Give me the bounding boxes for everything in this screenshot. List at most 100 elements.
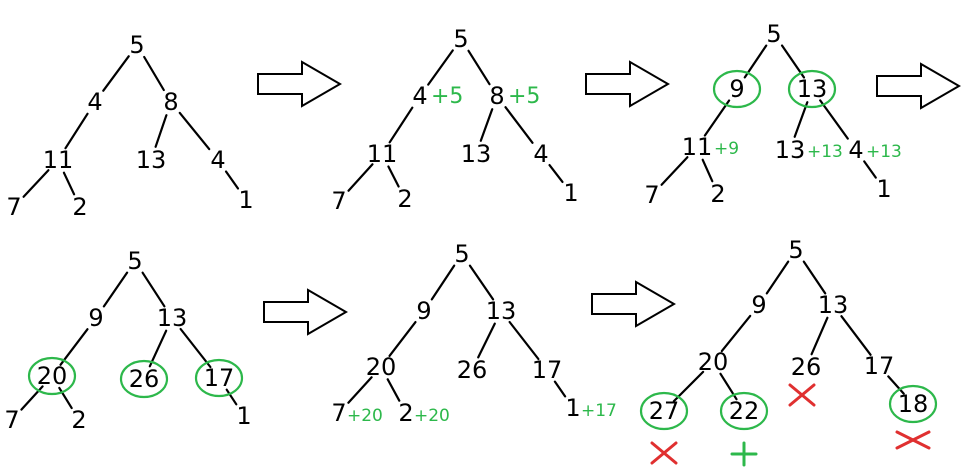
- tree-edge: [22, 169, 50, 198]
- tree-edge: [810, 316, 829, 356]
- tree-node: 5: [454, 240, 469, 268]
- tree-node: 5: [129, 31, 144, 59]
- flow-arrow-3: [876, 62, 961, 110]
- tree-edge: [553, 380, 567, 398]
- tree-edge: [178, 111, 211, 151]
- tree-edge: [720, 314, 752, 353]
- tree-node: 13: [818, 291, 849, 319]
- tree-node: 7: [6, 193, 21, 221]
- tree-node: 13: [486, 297, 517, 325]
- flow-arrow-1: [257, 60, 342, 108]
- highlight-ring: [639, 391, 689, 431]
- tree-node: 20: [366, 353, 397, 381]
- tree-node: 17: [864, 352, 895, 380]
- tree-node: 2: [71, 406, 86, 434]
- tree-edge: [388, 321, 417, 357]
- tree-edge: [141, 271, 166, 308]
- tree-node: 7: [331, 399, 346, 427]
- tree-edge: [347, 163, 374, 192]
- delta-label: +20: [414, 406, 450, 426]
- accept-mark: [730, 441, 758, 467]
- tree-node: 8: [163, 88, 178, 116]
- tree-node: 5: [766, 20, 781, 48]
- tree-node: 9: [729, 75, 744, 103]
- tree-node: 20: [37, 362, 68, 390]
- tree-edge: [386, 378, 401, 402]
- tree-node: 4: [210, 146, 225, 174]
- tree-edge: [427, 49, 454, 86]
- tree-edge: [504, 106, 534, 144]
- tree-edge: [58, 386, 73, 410]
- tree-node: 2: [397, 185, 412, 213]
- tree-edge: [225, 388, 238, 406]
- tree-node: 17: [204, 364, 235, 392]
- tree-node: 26: [791, 353, 822, 381]
- tree-edge: [347, 376, 373, 404]
- tree-node: 2: [398, 399, 413, 427]
- flow-arrow-2: [585, 60, 670, 108]
- tree-node: 18: [898, 390, 929, 418]
- flow-arrow-5: [591, 280, 676, 328]
- tree-node: 9: [88, 304, 103, 332]
- tree-edge: [59, 328, 89, 366]
- tree-node: 1: [238, 186, 253, 214]
- tree-node: 13: [136, 146, 167, 174]
- delta-label: +13: [807, 142, 843, 162]
- delta-label: +13: [866, 142, 902, 162]
- tree-node: 4: [412, 82, 427, 110]
- tree-node: 26: [457, 356, 488, 384]
- tree-edge: [154, 114, 168, 148]
- tree-node: 1: [236, 402, 251, 430]
- tree-node: 22: [729, 397, 760, 425]
- tree-node: 5: [127, 247, 142, 275]
- highlight-ring: [119, 359, 169, 399]
- tree-edge: [143, 55, 165, 92]
- tree-node: 7: [4, 406, 19, 434]
- tree-node: 4: [848, 136, 863, 164]
- tree-edge: [148, 329, 168, 368]
- tree-edge: [840, 315, 872, 356]
- tree-edge: [780, 44, 806, 79]
- tree-node: 11: [682, 133, 713, 161]
- reject-mark: [650, 441, 678, 465]
- tree-edge: [508, 320, 540, 361]
- tree-edge: [467, 49, 491, 86]
- tree-edge: [62, 171, 76, 196]
- tree-node: 7: [331, 187, 346, 215]
- tree-node: 27: [649, 397, 680, 425]
- tree-node: 4: [87, 88, 102, 116]
- tree-node: 13: [797, 75, 828, 103]
- reject-mark: [895, 430, 931, 450]
- tree-edge: [179, 327, 212, 369]
- tree-node: 7: [644, 181, 659, 209]
- tree-edge: [388, 106, 414, 144]
- tree-node: 1: [565, 394, 580, 422]
- tree-node: 1: [563, 179, 578, 207]
- tree-edge: [430, 264, 456, 301]
- tree-node: 5: [453, 25, 468, 53]
- delta-label: +5: [431, 84, 463, 109]
- highlight-ring: [194, 358, 244, 398]
- tree-node: 11: [367, 140, 398, 168]
- tree-edge: [64, 112, 89, 150]
- tree-node: 4: [533, 140, 548, 168]
- tree-node: 2: [72, 193, 87, 221]
- delta-label: +17: [581, 401, 617, 421]
- tree-edge: [477, 322, 496, 359]
- tree-edge: [468, 264, 495, 301]
- tree-node: 11: [43, 146, 74, 174]
- tree-node: 8: [489, 82, 504, 110]
- tree-node: 17: [532, 356, 563, 384]
- tree-step-1: 5 4 8 11 13 4 7 2 1: [6, 31, 253, 221]
- highlight-ring: [712, 69, 762, 109]
- tree-edge: [701, 158, 714, 183]
- tree-edge: [802, 260, 827, 295]
- tree-edge: [765, 260, 790, 295]
- tree-node: 5: [788, 236, 803, 264]
- tree-edge: [102, 271, 129, 308]
